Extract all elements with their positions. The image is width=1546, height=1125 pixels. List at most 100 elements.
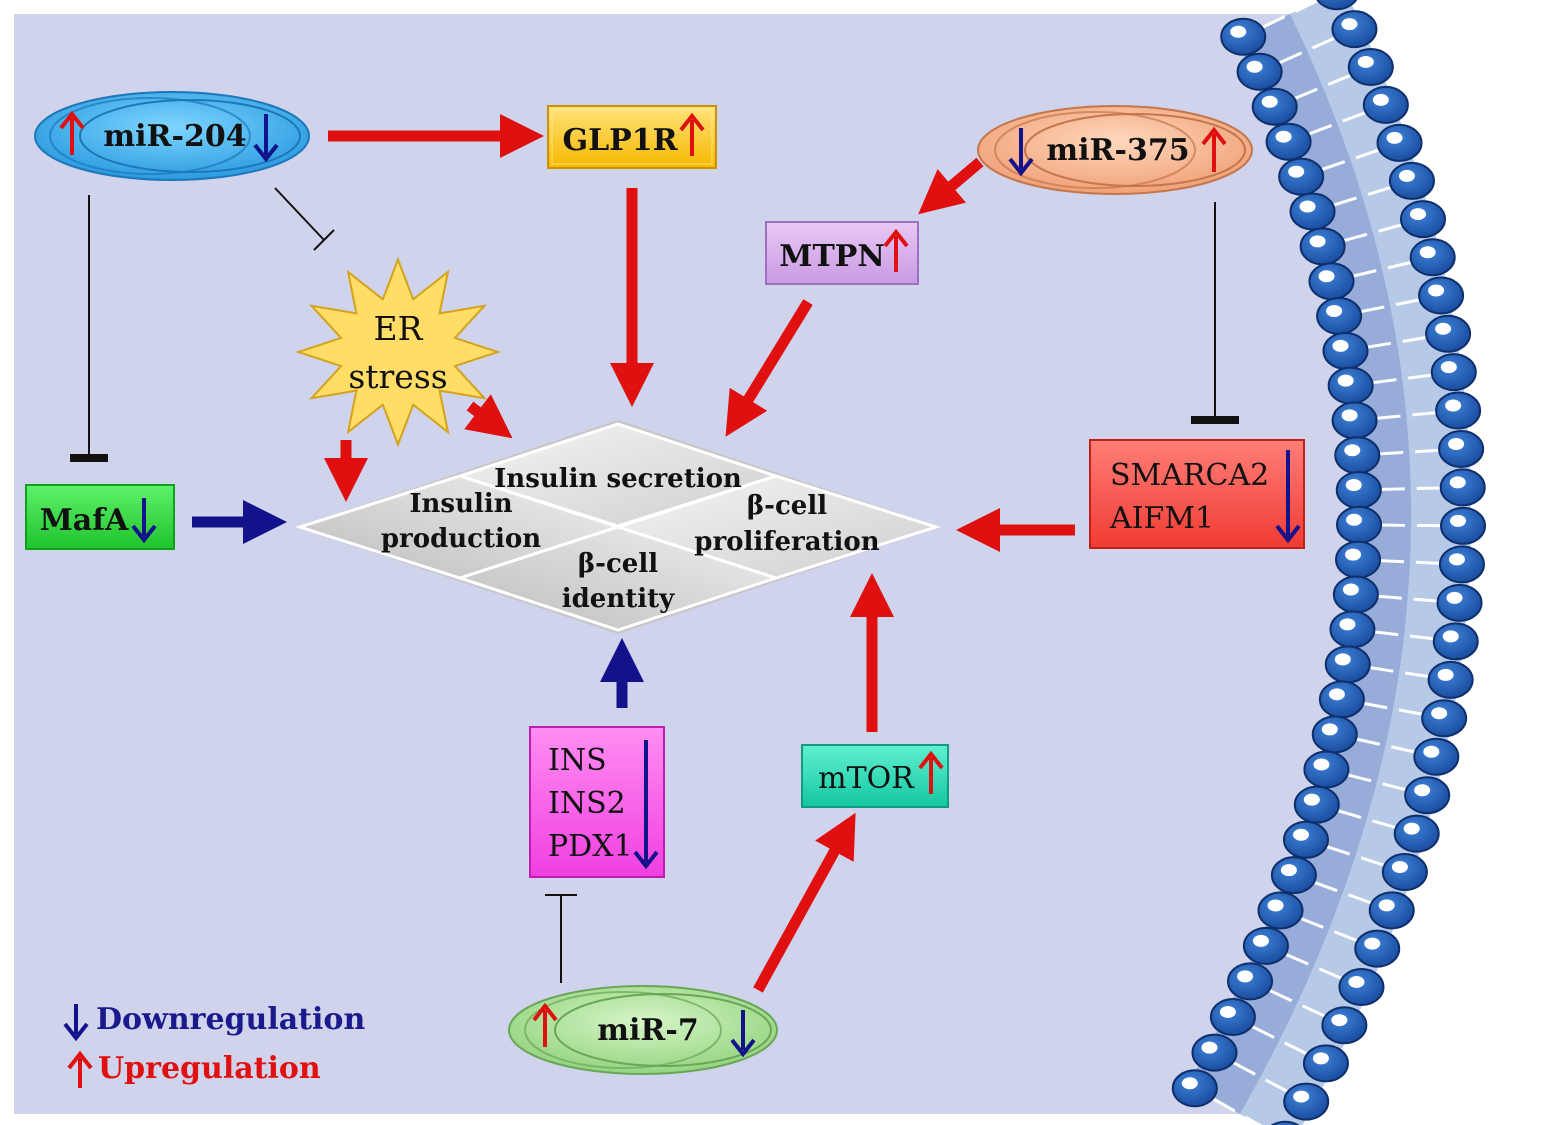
lipid-head xyxy=(1331,10,1378,49)
lipid-head-highlight xyxy=(1437,668,1454,681)
lipid-head-highlight xyxy=(1448,437,1465,450)
down-arrow-icon xyxy=(633,740,659,870)
lipid-head-highlight xyxy=(1337,374,1354,387)
lipid-head xyxy=(1251,87,1298,126)
er-stress-label-2: stress xyxy=(348,357,447,396)
mir204-label: miR-204 xyxy=(103,119,246,154)
lipid-head xyxy=(1427,660,1474,699)
lipid-head xyxy=(1191,1033,1238,1072)
lipid-head xyxy=(1327,366,1374,405)
down-arrow-icon xyxy=(131,498,157,544)
inhibit-mir204-er xyxy=(274,187,335,251)
lipid-head xyxy=(1436,583,1483,622)
lipid-head xyxy=(1270,856,1317,895)
lipid-head-highlight xyxy=(1440,361,1457,374)
lipid-head xyxy=(1418,276,1465,315)
er-stress-label-1: ER xyxy=(374,309,424,348)
lipid-head xyxy=(1257,891,1304,930)
lipid-head-highlight xyxy=(1386,131,1403,144)
lipid-head xyxy=(1242,926,1289,965)
lipid-head xyxy=(1329,610,1376,649)
mtor-node: mTOR xyxy=(801,744,949,808)
beta-proliferation-label-1: β-cell xyxy=(747,491,827,521)
mir7-node: miR-7 xyxy=(508,985,778,1075)
mtor-label: mTOR xyxy=(818,761,915,796)
lipid-head-highlight xyxy=(1403,822,1420,835)
arrow-mir7-mtor xyxy=(753,812,856,993)
pdx1-label: PDX1 xyxy=(548,829,633,864)
lipid-head-highlight xyxy=(1450,514,1467,527)
ins-pdx1-node: INS INS2 PDX1 xyxy=(529,726,665,878)
lipid-head xyxy=(1354,929,1401,968)
lipid-head-highlight xyxy=(1321,723,1338,736)
inhibit-mir375-smarca2 xyxy=(1191,202,1239,424)
lipid-head-highlight xyxy=(1339,618,1356,631)
lipid-head-highlight xyxy=(1288,165,1305,178)
mir375-label: miR-375 xyxy=(1046,133,1189,168)
lipid-head-highlight xyxy=(1313,758,1330,771)
lipid-head-highlight xyxy=(1318,270,1335,283)
lipid-head-highlight xyxy=(1237,970,1254,983)
lipid-head xyxy=(1227,962,1274,1001)
lipid-head xyxy=(1347,47,1394,86)
lipid-head-highlight xyxy=(1414,784,1431,797)
lipid-head xyxy=(1282,820,1329,859)
lipid-head xyxy=(1338,967,1385,1006)
er-stress-node: ER stress xyxy=(295,256,502,448)
arrow-er-center-2 xyxy=(464,394,513,439)
lipid-tail xyxy=(1294,0,1323,13)
lipid-head-highlight xyxy=(1378,899,1395,912)
lipid-head xyxy=(1293,785,1340,824)
lipid-head xyxy=(1209,997,1256,1036)
lipid-head-highlight xyxy=(1328,688,1345,701)
down-arrow-icon xyxy=(1008,128,1034,177)
arrow-mtpn-center xyxy=(725,299,813,437)
central-outcomes: Insulin secretion Insulin production β-c… xyxy=(295,420,941,634)
lipid-head-highlight xyxy=(1303,793,1320,806)
lipid-head-highlight xyxy=(1344,444,1361,457)
lipid-head xyxy=(1316,0,1358,11)
lipid-head-highlight xyxy=(1428,284,1445,297)
lipid-head xyxy=(1265,122,1312,161)
lipid-head-highlight xyxy=(1293,1090,1310,1103)
beta-proliferation-label-2: proliferation xyxy=(694,527,879,557)
lipid-head xyxy=(1381,852,1428,891)
lipid-head-highlight xyxy=(1275,130,1292,143)
lipid-head xyxy=(1430,353,1477,392)
lipid-head xyxy=(1425,314,1472,353)
legend-up-label: Upregulation xyxy=(98,1051,321,1086)
up-arrow-icon xyxy=(918,750,944,794)
lipid-head-highlight xyxy=(1364,937,1381,950)
lipid-head-highlight xyxy=(1431,707,1448,720)
up-arrow-icon xyxy=(532,1002,558,1047)
lipid-head xyxy=(1432,622,1479,661)
lipid-head xyxy=(1393,814,1440,853)
inhibit-mir204-mafa xyxy=(70,195,108,462)
lipid-head xyxy=(1388,161,1435,200)
lipid-head-highlight xyxy=(1246,60,1263,73)
inhibit-mir7-ins xyxy=(545,894,577,983)
lipid-head-highlight xyxy=(1280,864,1297,877)
lipid-head-highlight xyxy=(1345,548,1362,561)
lipid-head xyxy=(1404,776,1451,815)
down-arrow-icon xyxy=(1275,450,1301,544)
lipid-head xyxy=(1438,429,1485,468)
lipid-head xyxy=(1376,123,1423,162)
lipid-head-highlight xyxy=(1409,208,1426,221)
lipid-head-highlight xyxy=(1435,322,1452,335)
lipid-head-highlight xyxy=(1334,653,1351,666)
lipid-head xyxy=(1318,680,1365,719)
lipid-head xyxy=(1303,750,1350,789)
lipid-head-highlight xyxy=(1346,513,1363,526)
lipid-head-highlight xyxy=(1345,478,1362,491)
lipid-head xyxy=(1331,401,1378,440)
lipid-head xyxy=(1413,737,1460,776)
lipid-head-highlight xyxy=(1326,305,1343,318)
lipid-head-highlight xyxy=(1252,934,1269,947)
lipid-head xyxy=(1332,575,1379,614)
lipid-head xyxy=(1278,157,1325,196)
lipid-head-highlight xyxy=(1341,409,1358,422)
lipid-head xyxy=(1289,192,1336,231)
legend-up-arrow-icon xyxy=(67,1050,93,1088)
